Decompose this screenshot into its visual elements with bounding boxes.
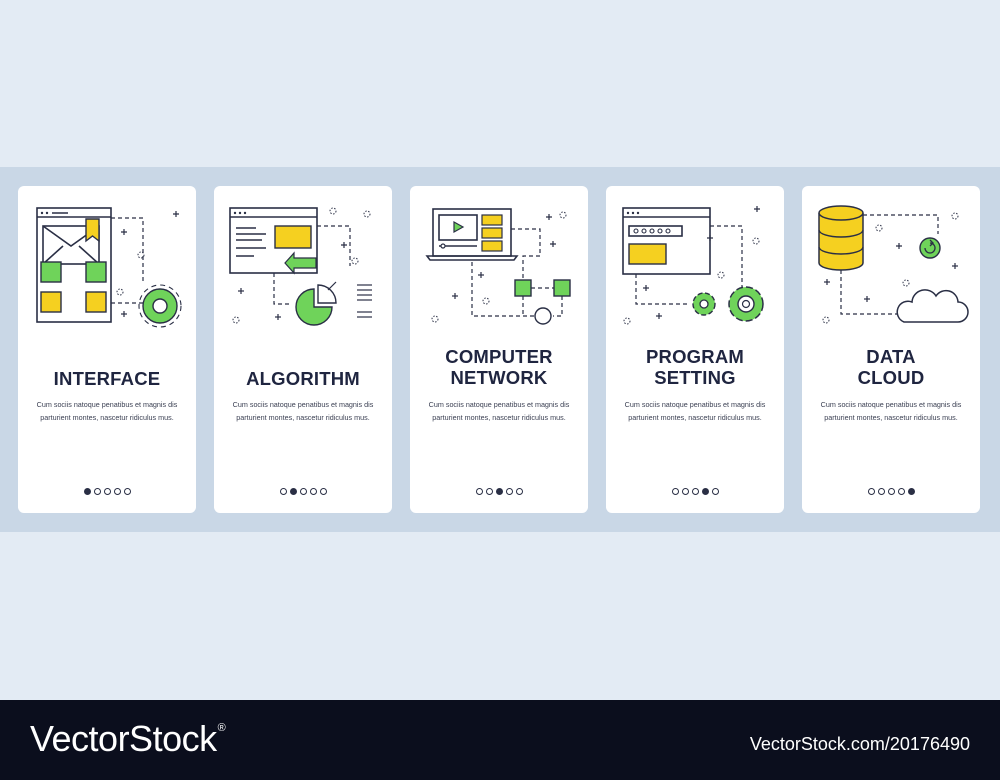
logo-text: VectorStock: [30, 718, 217, 759]
algorithm-icon: [229, 207, 372, 326]
pagination-dot[interactable]: [299, 488, 307, 495]
card-title: COMPUTER NETWORK: [445, 346, 553, 388]
pagination-dot[interactable]: [289, 488, 297, 495]
pagination-dot[interactable]: [515, 488, 523, 495]
pagination-dots: [802, 488, 980, 495]
data-cloud-icon: [818, 205, 969, 324]
onboarding-card-program-setting[interactable]: PROGRAM SETTING Cum sociis natoque penat…: [606, 186, 784, 513]
card-description: Cum sociis natoque penatibus et magnis d…: [820, 400, 962, 422]
card-title: DATA CLOUD: [857, 346, 925, 388]
database-icon: [818, 205, 864, 271]
pagination-dot[interactable]: [123, 488, 131, 495]
onboarding-card-computer-network[interactable]: COMPUTER NETWORK Cum sociis natoque pena…: [410, 186, 588, 513]
card-description: Cum sociis natoque penatibus et magnis d…: [428, 400, 570, 422]
card-title: PROGRAM SETTING: [645, 346, 744, 388]
card-title: ALGORITHM: [246, 368, 360, 389]
pagination-dot[interactable]: [681, 488, 689, 495]
pagination-dot[interactable]: [309, 488, 317, 495]
pagination-dot[interactable]: [93, 488, 101, 495]
pagination-dots: [18, 488, 196, 495]
gear-icon: [692, 292, 716, 316]
registered-mark: ®: [217, 722, 226, 734]
pagination-dot[interactable]: [887, 488, 895, 495]
pagination-dot[interactable]: [671, 488, 679, 495]
vectorstock-logo: VectorStock®: [30, 718, 226, 760]
gear-icon: [728, 286, 764, 322]
pagination-dot[interactable]: [505, 488, 513, 495]
card-description: Cum sociis natoque penatibus et magnis d…: [232, 400, 374, 422]
onboarding-card-data-cloud[interactable]: DATA CLOUD Cum sociis natoque penatibus …: [802, 186, 980, 513]
pagination-dot[interactable]: [83, 488, 91, 495]
pagination-dot[interactable]: [701, 488, 709, 495]
pagination-dot[interactable]: [475, 488, 483, 495]
watermark-footer: VectorStock® VectorStock.com/20176490: [0, 700, 1000, 780]
pagination-dot[interactable]: [877, 488, 885, 495]
pagination-dot[interactable]: [867, 488, 875, 495]
pagination-dot[interactable]: [103, 488, 111, 495]
interface-icon: [36, 207, 182, 328]
pagination-dots: [214, 488, 392, 495]
pagination-dots: [606, 488, 784, 495]
onboarding-card-algorithm[interactable]: ALGORITHM Cum sociis natoque penatibus e…: [214, 186, 392, 513]
pagination-dots: [410, 488, 588, 495]
pagination-dot[interactable]: [113, 488, 121, 495]
pagination-dot[interactable]: [691, 488, 699, 495]
refresh-icon: [919, 237, 941, 259]
card-description: Cum sociis natoque penatibus et magnis d…: [624, 400, 766, 422]
pagination-dot[interactable]: [495, 488, 503, 495]
pagination-dot[interactable]: [485, 488, 493, 495]
pagination-dot[interactable]: [319, 488, 327, 495]
onboarding-card-interface[interactable]: INTERFACE Cum sociis natoque penatibus e…: [18, 186, 196, 513]
pagination-dot[interactable]: [279, 488, 287, 495]
image-id: VectorStock.com/20176490: [749, 734, 970, 754]
card-description: Cum sociis natoque penatibus et magnis d…: [36, 400, 178, 422]
program-setting-icon: [622, 206, 764, 325]
pagination-dot[interactable]: [711, 488, 719, 495]
computer-network-icon: [425, 208, 571, 325]
pagination-dot[interactable]: [907, 488, 915, 495]
card-title: INTERFACE: [53, 368, 161, 389]
pagination-dot[interactable]: [897, 488, 905, 495]
